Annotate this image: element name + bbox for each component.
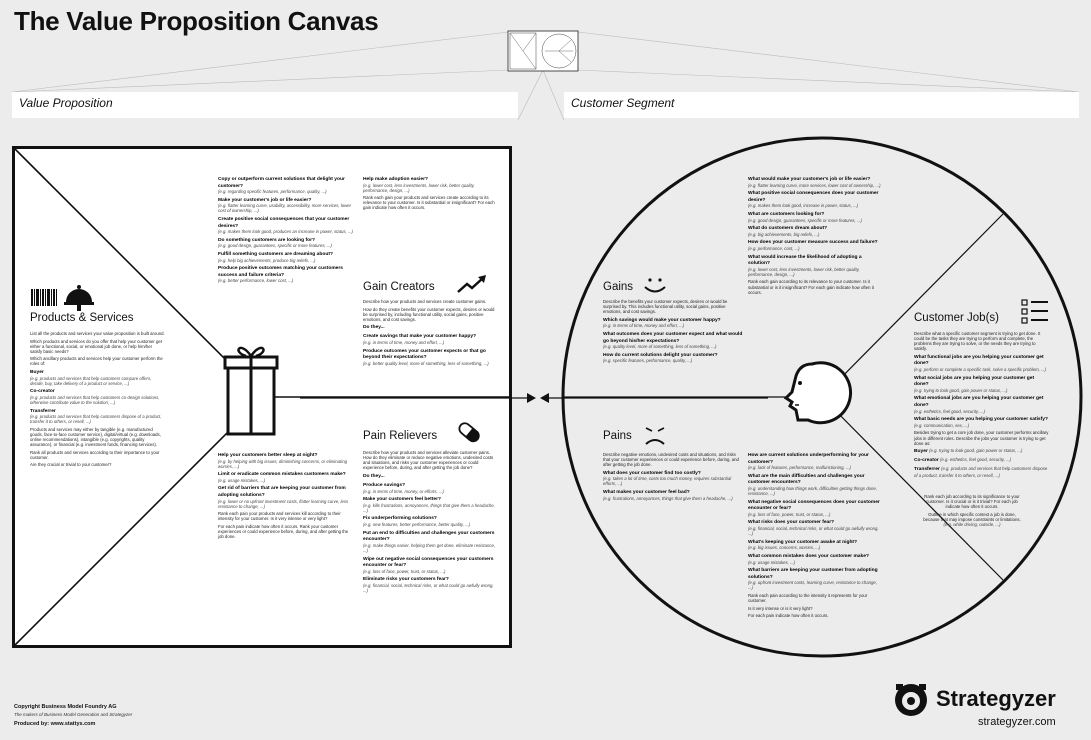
value-proposition-label-bar: Value Proposition — [12, 92, 518, 118]
pain-relievers-title: Pain Relievers — [363, 430, 438, 442]
overview-connector-lines — [11, 30, 1080, 121]
pain-relievers-description: Describe how your products and services … — [363, 450, 496, 593]
pains-questions: How are current solutions underperformin… — [748, 453, 880, 619]
footer-copyright: Copyright Business Model Foundry AG — [14, 704, 117, 710]
pains-title: Pains — [603, 430, 632, 442]
customer-jobs-rank: Rank each job according to its significa… — [923, 494, 1021, 527]
footer-subtitle: The makers of Business Model Generation … — [14, 712, 133, 717]
products-services-text: List all the products and services your … — [30, 331, 165, 468]
customer-jobs-title: Customer Job(s) — [914, 312, 999, 324]
gain-creators-title: Gain Creators — [363, 281, 435, 293]
gains-title: Gains — [603, 281, 634, 293]
gain-creators-questions: Copy or outperform current solutions tha… — [218, 177, 353, 284]
canvas-thumbnail-icon — [507, 30, 579, 72]
customer-segment-label-bar: Customer Segment — [564, 92, 1079, 118]
gain-creators-description: Describe how your products and services … — [363, 299, 495, 366]
value-proposition-label: Value Proposition — [19, 96, 113, 110]
products-services-title: Products & Services — [30, 312, 134, 324]
pain-relievers-questions: Help your customers better sleep at nigh… — [218, 453, 349, 540]
customer-segment-label: Customer Segment — [571, 96, 675, 110]
gains-description: Describe the benefits your customer expe… — [603, 299, 743, 364]
customer-jobs-text: Describe what a specific customer segmen… — [914, 331, 1049, 478]
brand-url[interactable]: strategyzer.com — [978, 716, 1056, 728]
page-title: The Value Proposition Canvas — [14, 6, 379, 36]
footer-produced-by: Produced by: www.stattys.com — [14, 721, 96, 727]
gain-creators-adoption: Help make adoption easier?(e.g. lower co… — [363, 177, 495, 211]
pains-description: Describe negative emotions, undesired co… — [603, 452, 739, 501]
gains-questions: What would make your customer's job or l… — [748, 177, 881, 295]
brand-name: Strategyzer — [936, 686, 1056, 711]
